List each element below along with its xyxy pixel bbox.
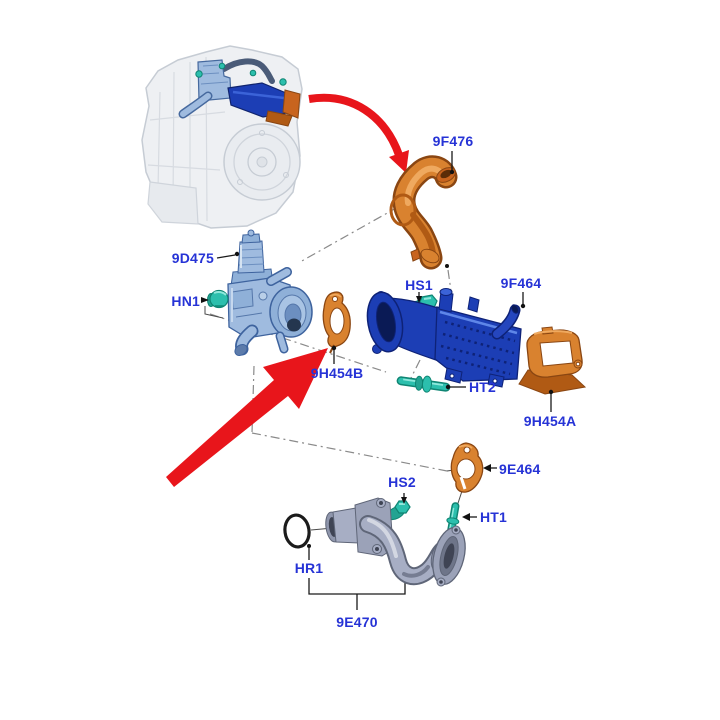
part-labels: 9F476 9D475 HN1 HS1 9F464 9H454B HT2 9H4…	[171, 133, 576, 630]
part-9E470-egr-inlet-tube	[325, 497, 466, 587]
dash-tube-to-valve	[299, 206, 399, 263]
tube-bottom-collar	[420, 248, 440, 264]
part-9H454A-gasket	[518, 326, 587, 395]
part-HN1-nut	[207, 289, 229, 309]
label-HS2: HS2	[388, 474, 416, 490]
label-9H454B: 9H454B	[311, 365, 364, 381]
installed-hose	[221, 58, 275, 84]
label-9F476: 9F476	[433, 133, 474, 149]
part-9F464-egr-cooler	[366, 288, 522, 388]
part-9E464-gasket	[450, 442, 484, 493]
label-9H454A: 9H454A	[524, 413, 577, 429]
label-HT1: HT1	[480, 509, 507, 525]
leader-9D475	[216, 254, 236, 259]
dash-cooler-to-stud	[410, 359, 421, 379]
dash-tube-to-cooler	[447, 269, 452, 292]
label-HN1: HN1	[171, 293, 200, 309]
engine-location-overview	[141, 45, 303, 229]
hn1-hook-line	[204, 306, 224, 319]
location-callout-arrow	[308, 93, 409, 173]
install-direction-arrow	[166, 348, 328, 487]
part-9D475-water-pump-egr-valve	[227, 229, 313, 357]
label-9E470: 9E470	[336, 614, 377, 630]
label-HS1: HS1	[405, 277, 433, 293]
label-9D475: 9D475	[172, 250, 214, 266]
dash-valve-to-cooler	[209, 313, 387, 373]
part-9F476-egr-outlet-tube	[389, 155, 458, 270]
label-HR1: HR1	[295, 560, 324, 576]
part-9H454B-gasket	[322, 291, 351, 354]
dash-to-lower-gasket	[251, 432, 448, 472]
label-9F464: 9F464	[501, 275, 542, 291]
location-arrowhead	[389, 150, 409, 173]
part-HR1-oring	[283, 513, 311, 549]
part-HT2-stud	[396, 375, 451, 393]
label-9E464: 9E464	[499, 461, 540, 477]
label-HT2: HT2	[469, 379, 496, 395]
installed-orange-shield	[265, 110, 293, 127]
installed-egr-assembly-highlight	[178, 58, 301, 127]
installed-orange-bracket	[282, 89, 301, 119]
callout-leaders	[200, 151, 554, 560]
